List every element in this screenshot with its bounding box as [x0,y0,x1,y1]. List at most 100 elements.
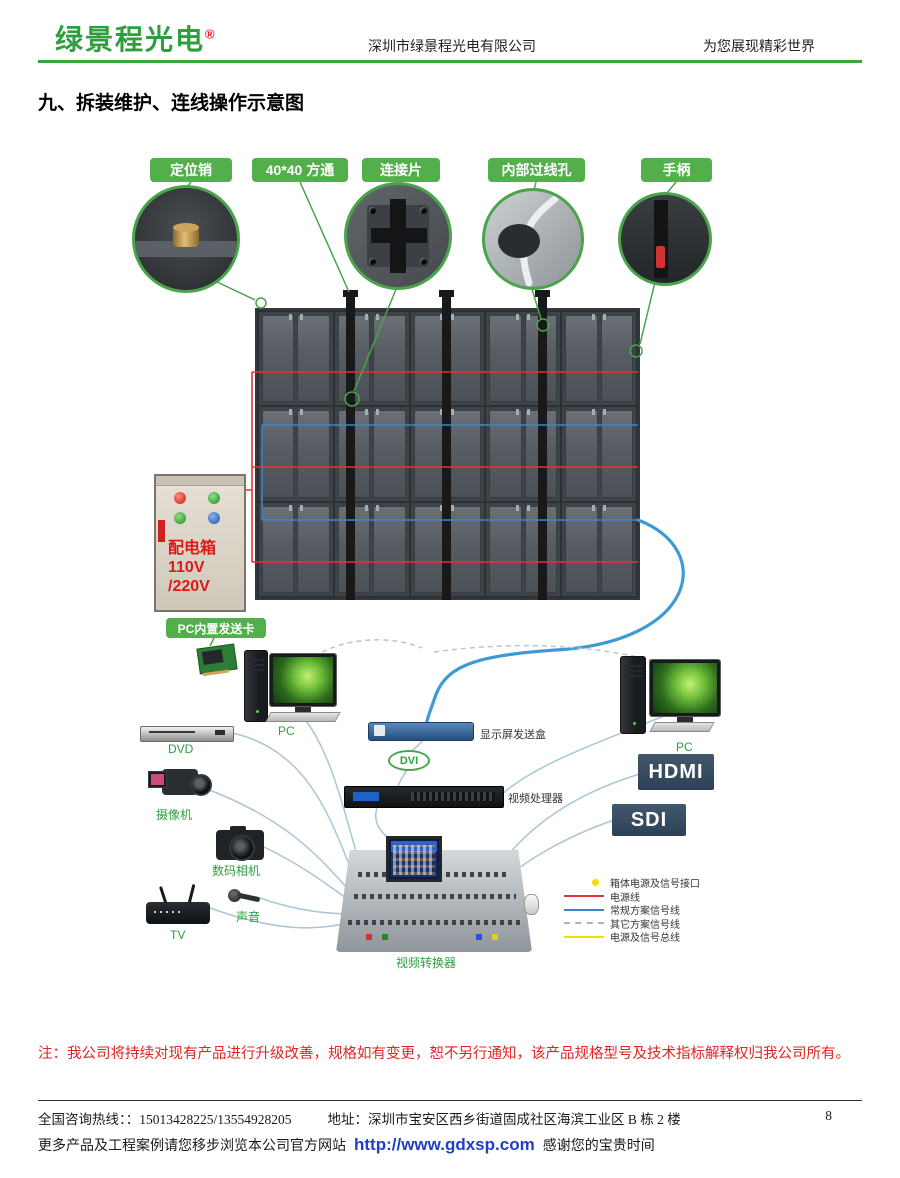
address: 地址：深圳市宝安区西乡街道固成社区海滨工业区 B 栋 2 楼 [327,1112,681,1127]
sending-box-image [368,722,474,741]
cabinet [562,502,636,596]
cabinet-door [600,505,633,593]
label-video-camera: 摄像机 [156,808,193,822]
cabinet-door [565,410,598,498]
photo-cable-hole [482,188,584,290]
cabinet-door [413,410,446,498]
camcorder-lens [190,774,212,796]
cabinet-door [262,410,295,498]
console-screen [386,836,442,882]
pc-left-tower [244,650,268,722]
cabinet [334,407,409,501]
cabinet [410,407,485,501]
cabinet-grid [257,310,638,598]
cabinet-door [297,315,330,403]
legend-row: 其它方案信号线 [564,917,700,931]
cabinet-door [565,505,598,593]
website-link[interactable]: http://www.gdxsp.com [354,1135,535,1154]
cabinet [562,312,636,406]
cabinet-door [262,315,295,403]
legend-label: 箱体电源及信号接口 [610,879,700,891]
camcorder-screen [148,771,167,788]
mouse-image [524,894,539,915]
callout-positioning-pin: 定位销 [150,158,232,182]
cabinet-door [262,505,295,593]
cabinet-door [337,505,371,593]
power-distribution-box: 配电箱 110V /220V [154,474,246,612]
cabinet [486,502,561,596]
page-number: 8 [825,1108,832,1123]
cabinet-door [489,410,522,498]
power-box-name: 配电箱 [168,540,217,557]
cabinet-door [297,505,330,593]
cabinet-door [413,315,446,403]
footer-line-1: 全国咨询热线：：15013428225/13554928205 地址：深圳市宝安… [38,1108,862,1128]
tv-router-image [146,883,210,928]
cable-hole [498,223,541,258]
cabinet [259,407,333,501]
label-sending-box: 显示屏发送盒 [480,729,546,741]
disclaimer-note: 注：我公司将持续对现有产品进行升级改善，规格如有变更，恕不另行通知，该产品规格型… [38,1046,850,1062]
legend-bus-swatch [564,935,604,938]
cabinet [334,502,409,596]
label-sending-card: PC内置发送卡 [166,618,266,638]
pc-right-keyboard [649,722,715,732]
cabinet-door [449,410,482,498]
sdi-box: SDI [612,804,686,836]
video-processor-image [344,786,504,808]
cabinet-door [373,505,406,593]
cabinet [486,312,561,406]
thanks-text: 感谢您的宝贵时间 [542,1139,655,1154]
label-pc-left: PC [278,724,295,738]
cabinet-door [449,505,482,593]
more-products-text: 更多产品及工程案例请您移步浏览本公司官方网站 [38,1139,346,1154]
header-rule [38,60,862,63]
power-box-side-tag [158,520,165,542]
cabinet-door [489,315,522,403]
callout-connection-plate: 连接片 [362,158,440,182]
label-pc-right: PC [676,740,693,754]
legend: 箱体电源及信号接口 电源线 常规方案信号线 其它方案信号线 电源及信号总线 [564,876,700,944]
dvd-player-image [140,726,234,742]
power-box-voltage-1: 110V [168,558,205,576]
cabinet-door [413,505,446,593]
cabinet-door [524,410,558,498]
pc-left-monitor [270,654,336,715]
power-box-header [156,476,244,486]
logo-text: 绿景程光电 [55,24,206,55]
video-camera-image [148,762,212,804]
legend-row: 电源线 [564,890,700,904]
power-box-green-button [208,492,220,504]
screw [419,257,427,265]
brass-pin [173,222,199,247]
cabinet-door [337,410,371,498]
cabinet-door [524,505,558,593]
hotline: 全国咨询热线：：15013428225/13554928205 [38,1112,292,1127]
cabinet [410,312,485,406]
legend-row: 电源及信号总线 [564,930,700,944]
power-box-voltage-2: /220V [168,577,210,595]
router-box [146,902,210,924]
pc-left-keyboard [265,712,341,722]
cabinet-door [600,315,633,403]
legend-label: 电源线 [610,892,640,904]
header-slogan: 为您展现精彩世界 [703,40,815,55]
legend-dot-swatch [592,879,599,887]
callout-handle: 手柄 [641,158,712,182]
legend-alt-swatch [564,922,604,925]
led-cabinet-wall [255,308,640,600]
label-video-processor: 视频处理器 [508,793,563,805]
microphone-image [228,884,264,910]
mic-stem [237,892,261,903]
cabinet-door [297,410,330,498]
cabinet [562,407,636,501]
hdmi-box: HDMI [638,754,714,790]
photo-connection-plate [344,182,452,290]
cabinet-door [449,315,482,403]
power-box-text: 配电箱 110V /220V [168,540,216,597]
legend-row: 箱体电源及信号接口 [564,876,700,890]
cabinet-door [600,410,633,498]
label-tv: TV [170,928,186,942]
cabinet-door [337,315,371,403]
callout-cable-hole: 内部过线孔 [488,158,585,182]
